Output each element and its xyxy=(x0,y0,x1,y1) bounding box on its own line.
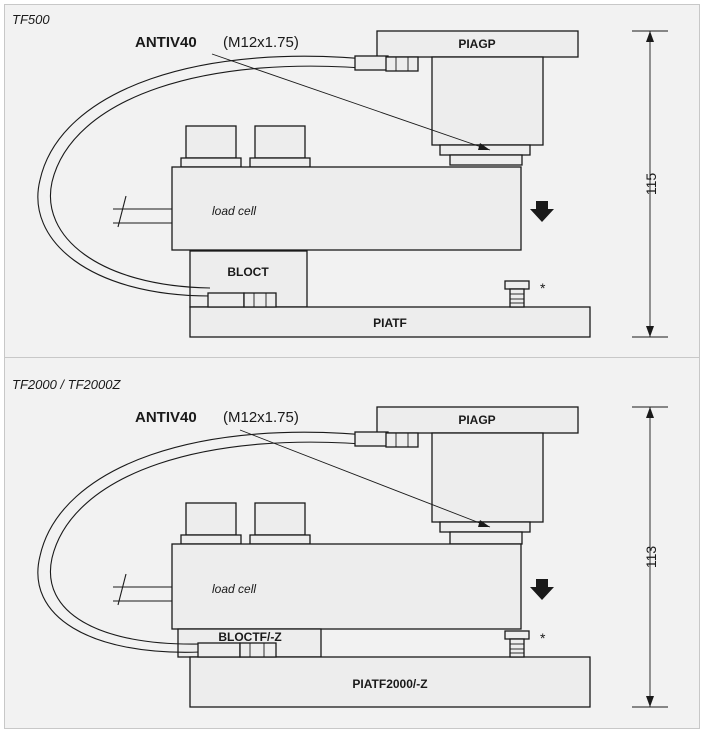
top-plate-label: PIAGP xyxy=(458,413,495,427)
load-direction-arrow-icon xyxy=(530,579,554,600)
base-plate-label: PIATF2000/-Z xyxy=(352,677,427,691)
nut xyxy=(385,56,419,72)
top-column xyxy=(431,432,544,523)
connector xyxy=(185,502,237,536)
load-cell xyxy=(171,543,522,630)
connector xyxy=(254,125,306,159)
antiv-thread: (M12x1.75) xyxy=(223,409,299,426)
top-panel-title: TF500 xyxy=(12,12,50,27)
antiv-label: ANTIV40 xyxy=(135,34,197,51)
connector xyxy=(185,125,237,159)
connector xyxy=(254,502,306,536)
antilift-cable-outer xyxy=(37,431,387,653)
bolt-head xyxy=(504,630,530,640)
load-cell xyxy=(171,166,522,251)
load-cell-label: load cell xyxy=(212,204,256,218)
antilift-cable-outer xyxy=(37,55,387,297)
block-label: BLOCT xyxy=(227,265,269,279)
bolt-asterisk: * xyxy=(540,630,546,646)
nut xyxy=(243,292,277,308)
bolt-head xyxy=(504,280,530,290)
tf500-assembly: TF500 115 PIAGP load cell BLOCT xyxy=(12,12,668,338)
antilift-cable-inner xyxy=(50,65,387,289)
tf2000-assembly: TF2000 / TF2000Z 113 PIAGP load cell BLO… xyxy=(12,377,668,708)
base-plate xyxy=(189,656,591,708)
load-direction-arrow-icon xyxy=(530,201,554,222)
bolt-shank xyxy=(509,288,525,308)
bolt-shank xyxy=(509,638,525,658)
top-plate-label: PIAGP xyxy=(458,37,495,51)
antiv-thread: (M12x1.75) xyxy=(223,34,299,51)
base-plate xyxy=(189,306,591,338)
load-cell-label: load cell xyxy=(212,582,256,596)
top-column xyxy=(431,56,544,146)
antilift-cable-inner xyxy=(49,441,387,645)
nut xyxy=(385,432,419,448)
bottom-panel-title: TF2000 / TF2000Z xyxy=(12,377,121,392)
bolt-asterisk: * xyxy=(540,280,546,296)
antiv-leader xyxy=(211,53,491,151)
nut xyxy=(239,642,277,658)
block-label: BLOCTF/-Z xyxy=(218,630,281,644)
antiv-label: ANTIV40 xyxy=(135,409,197,426)
antiv-leader xyxy=(239,429,491,528)
base-plate-label: PIATF xyxy=(373,316,407,330)
height-dimension: 113 xyxy=(643,546,659,569)
top-plate xyxy=(376,30,579,58)
height-dimension: 115 xyxy=(643,173,659,196)
